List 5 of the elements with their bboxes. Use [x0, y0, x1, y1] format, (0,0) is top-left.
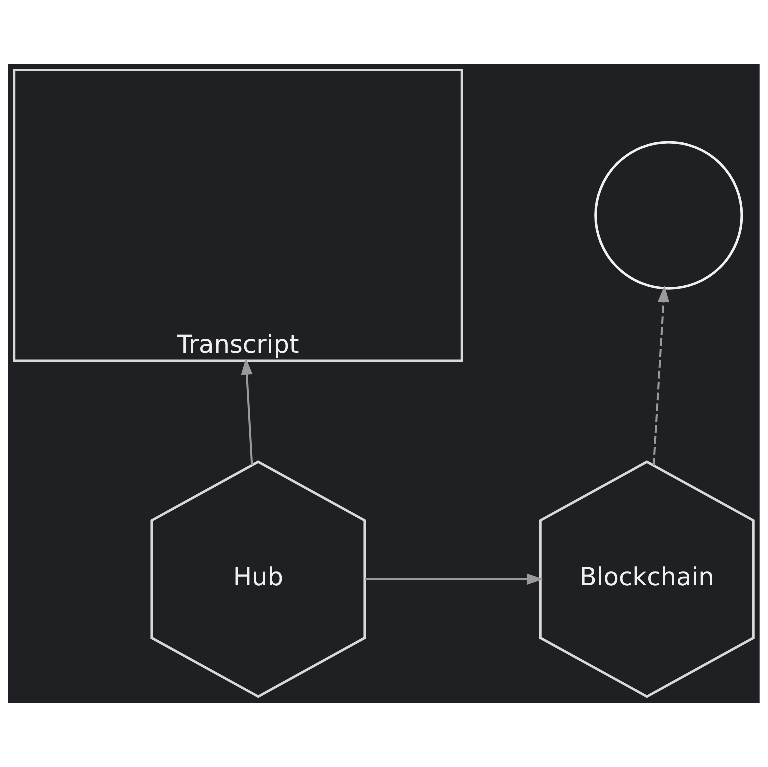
- arrow: [652, 286, 670, 466]
- arrow: [366, 574, 544, 586]
- node-circle: [594, 141, 744, 290]
- arrow: [241, 358, 254, 466]
- node-box: Transcript: [13, 68, 464, 362]
